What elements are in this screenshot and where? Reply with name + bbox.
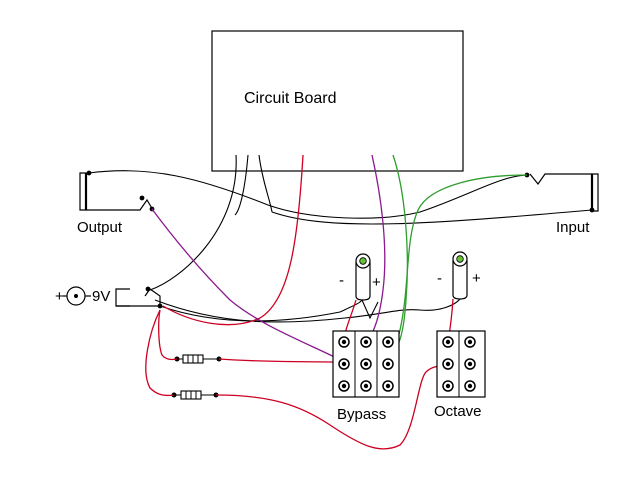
purple-wires — [151, 154, 386, 363]
octave-led-plus: + — [472, 270, 481, 287]
bypass-led-plus: + — [372, 274, 381, 291]
circuit-board-label: Circuit Board — [244, 90, 336, 107]
output-jack-icon — [79, 170, 155, 212]
footswitch-icon — [436, 330, 486, 398]
power-polarity-label: + — [55, 288, 64, 305]
output-label: Output — [77, 219, 123, 236]
footswitch-icon — [332, 330, 400, 398]
red-wires — [145, 154, 454, 450]
bypass-switch-label: Bypass — [337, 406, 386, 423]
dc-jack-icon — [63, 286, 163, 309]
resistor-icon — [174, 354, 222, 364]
input-jack-icon — [524, 172, 599, 213]
bypass-led-minus: - — [339, 272, 344, 289]
octave-led-minus: - — [437, 270, 442, 287]
power-label: 9V — [92, 288, 110, 305]
black-wires — [88, 154, 593, 323]
resistor-icon — [171, 390, 219, 400]
led-icon — [355, 253, 371, 301]
led-icon — [452, 251, 468, 300]
octave-switch-label: Octave — [434, 403, 482, 420]
circuit-board — [211, 30, 464, 172]
input-label: Input — [556, 219, 590, 236]
